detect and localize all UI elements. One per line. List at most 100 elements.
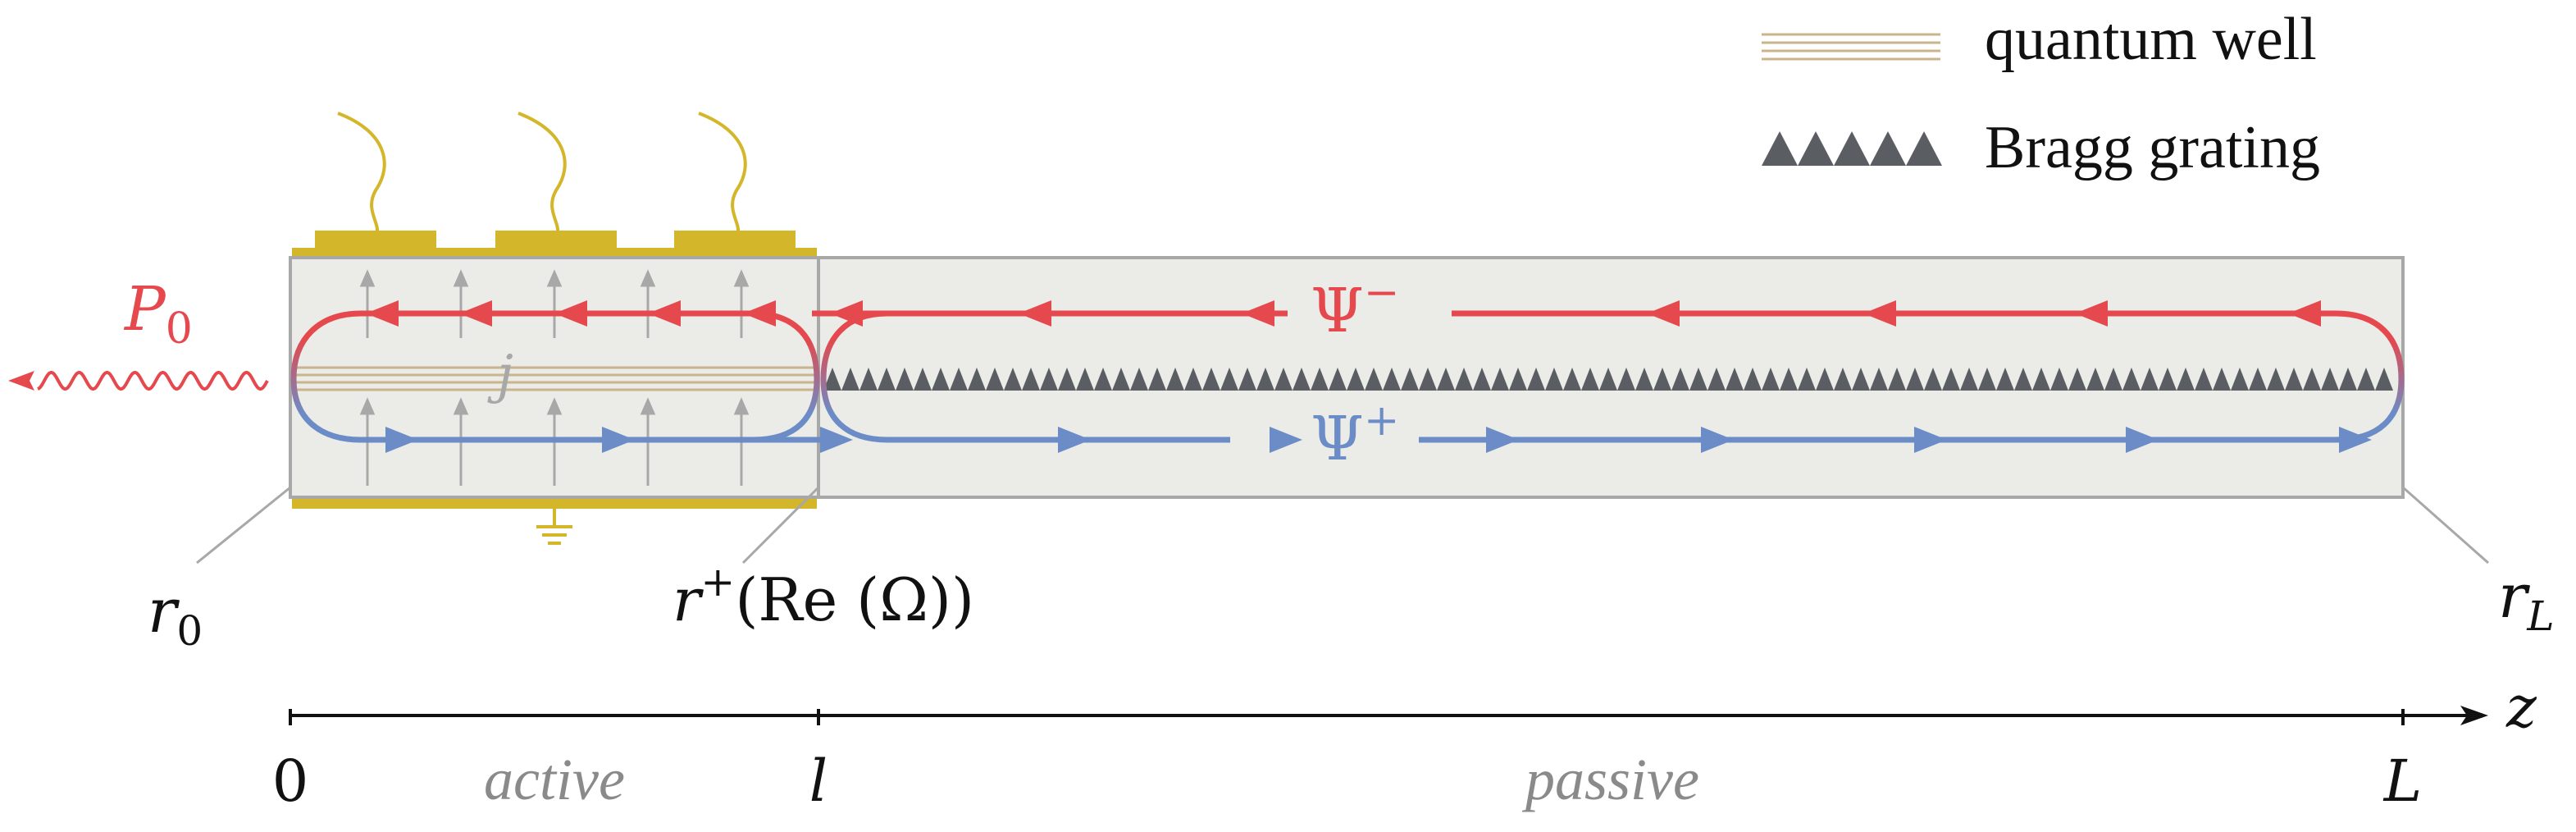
tick-label-l: l xyxy=(809,747,828,815)
grating-tooth xyxy=(2050,368,2068,391)
grating-tooth xyxy=(1798,368,1816,391)
grating-tooth xyxy=(2213,368,2231,391)
forward-arrowhead xyxy=(1701,427,1734,453)
current-arrowhead xyxy=(640,397,656,415)
output-power-label: P0 xyxy=(123,274,193,354)
wire-1 xyxy=(337,112,386,234)
forward-arrowhead xyxy=(1486,427,1519,453)
grating-tooth xyxy=(1130,368,1148,391)
grating-tooth xyxy=(1563,368,1581,391)
grating-tooth xyxy=(1022,368,1040,391)
grating-tooth xyxy=(2375,368,2393,391)
grating-tooth xyxy=(2014,368,2032,391)
grating-tooth xyxy=(1906,368,1924,391)
backward-arrowhead xyxy=(2288,300,2321,327)
grating-tooth xyxy=(2321,368,2339,391)
grating-tooth xyxy=(896,368,914,391)
grating-tooth xyxy=(1653,368,1671,391)
current-arrows xyxy=(359,269,750,486)
grating-tooth xyxy=(2159,368,2177,391)
active-right-loop xyxy=(752,310,820,443)
grating-tooth xyxy=(1635,368,1653,391)
rplus-label: r+(Re (Ω)) xyxy=(672,558,974,634)
bottom-contact xyxy=(292,497,817,509)
passive-section-label: passive xyxy=(1521,747,1699,812)
grating-tooth xyxy=(1112,368,1130,391)
forward-arrowhead xyxy=(1058,427,1091,453)
grating-tooth xyxy=(2249,368,2267,391)
grating-tooth xyxy=(2285,368,2303,391)
grating-tooth xyxy=(1419,368,1437,391)
output-wave xyxy=(37,371,269,391)
forward-arrowhead xyxy=(385,427,418,453)
r0-label: r0 xyxy=(148,576,203,655)
forward-arrowhead xyxy=(2339,427,2372,453)
forward-arrowhead xyxy=(1270,427,1302,453)
legend-bragg-grating-label: Bragg grating xyxy=(1985,114,2320,181)
grating-tooth xyxy=(1978,368,1996,391)
grating-tooth xyxy=(2141,368,2159,391)
forward-arrowhead xyxy=(820,427,853,453)
grating-tooth xyxy=(1437,368,1455,391)
electrode-wires xyxy=(337,112,747,234)
grating-tooth xyxy=(1202,368,1220,391)
psi-plus-label: Ψ+ xyxy=(1311,396,1399,474)
grating-tooth xyxy=(2104,368,2122,391)
grating-tooth xyxy=(859,368,878,391)
right-loop xyxy=(2335,310,2405,443)
backward-arrowhead xyxy=(1242,300,1274,327)
grating-tooth xyxy=(1076,368,1094,391)
current-arrowhead xyxy=(359,269,376,287)
current-arrowhead xyxy=(453,269,469,287)
grating-tooth xyxy=(1689,368,1707,391)
active-section-label: active xyxy=(484,747,625,812)
grating-tooth xyxy=(841,368,859,391)
grating-tooth xyxy=(1491,368,1509,391)
grating-tooth xyxy=(1509,368,1527,391)
grating-tooth xyxy=(1148,368,1166,391)
forward-wave xyxy=(361,427,2372,453)
current-arrowhead xyxy=(546,397,563,415)
grating-tooth xyxy=(2177,368,2195,391)
grating-tooth xyxy=(1545,368,1563,391)
grating-tooth xyxy=(2339,368,2357,391)
grating-tooth xyxy=(968,368,986,391)
grating-tooth xyxy=(2357,368,2375,391)
grating-tooth xyxy=(878,368,896,391)
grating-tooth xyxy=(1996,368,2014,391)
grating-tooth xyxy=(1401,368,1419,391)
grating-tooth xyxy=(1924,368,1942,391)
legend-tooth xyxy=(1798,131,1834,166)
grating-tooth xyxy=(1094,368,1112,391)
grating-tooth xyxy=(1293,368,1311,391)
grating-tooth xyxy=(1942,368,1960,391)
legend-quantum-well-label: quantum well xyxy=(1985,6,2317,73)
grating-tooth xyxy=(1166,368,1184,391)
grating-tooth xyxy=(914,368,932,391)
grating-tooth xyxy=(2032,368,2050,391)
grating-tooth xyxy=(1311,368,1329,391)
grating-tooth xyxy=(1365,368,1383,391)
legend-tooth xyxy=(1834,131,1870,166)
legend-tooth xyxy=(1906,131,1942,166)
grating-tooth xyxy=(1347,368,1365,391)
forward-arrowhead xyxy=(1914,427,1947,453)
grating-tooth xyxy=(1960,368,1978,391)
grating-tooth xyxy=(1274,368,1293,391)
facet-leaders xyxy=(196,486,2489,565)
grating-tooth xyxy=(823,368,841,391)
grating-tooth xyxy=(1184,368,1202,391)
legend-bragg-grating-swatch xyxy=(1762,131,1942,166)
grating-tooth xyxy=(1581,368,1599,391)
z-axis: z 0 l L active passive xyxy=(272,674,2537,815)
backward-arrowhead xyxy=(648,300,681,327)
grating-tooth xyxy=(1329,368,1347,391)
backward-arrowhead xyxy=(1647,300,1680,327)
backward-wave xyxy=(361,300,2336,327)
backward-arrowhead xyxy=(1019,300,1051,327)
grating-tooth xyxy=(2267,368,2285,391)
rL-label: rL xyxy=(2498,561,2555,640)
grating-tooth xyxy=(1671,368,1689,391)
current-arrowhead xyxy=(359,397,376,415)
